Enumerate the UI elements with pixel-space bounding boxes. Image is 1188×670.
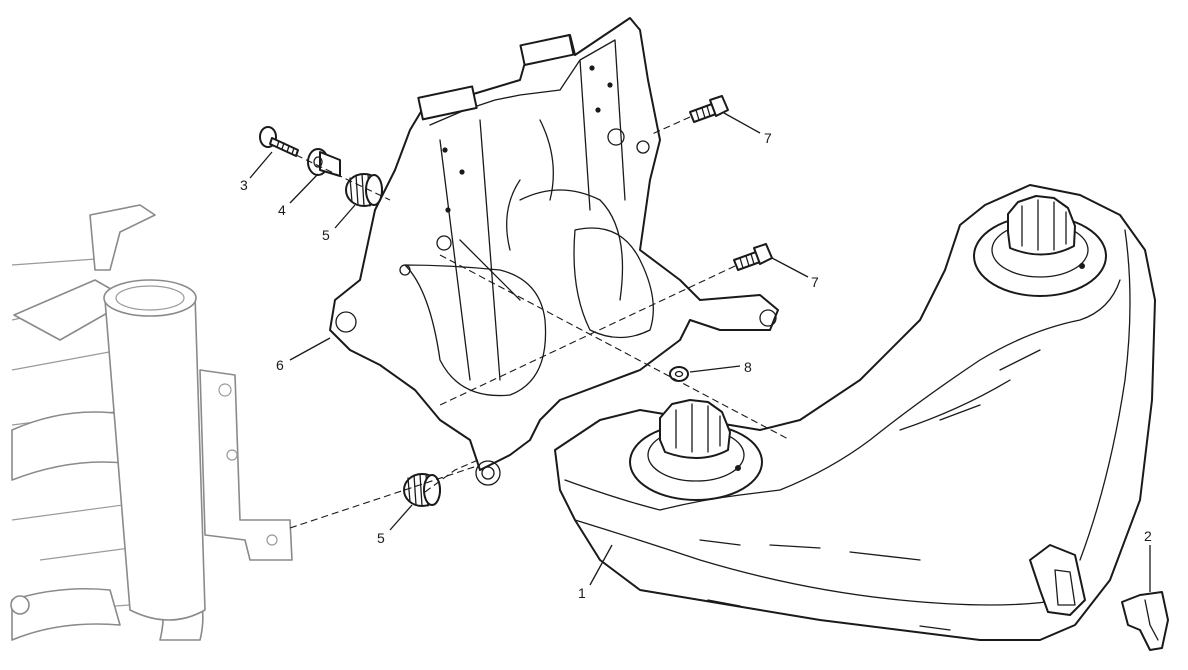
washer bbox=[669, 366, 689, 382]
headlight-bracket bbox=[329, 17, 779, 486]
spacer bbox=[307, 148, 341, 177]
callout-labels: 3 4 5 5 6 7 7 8 1 2 bbox=[240, 130, 1152, 601]
bolt-lower bbox=[733, 243, 773, 271]
screw bbox=[259, 126, 299, 157]
clip bbox=[1121, 591, 1169, 651]
assembly-lines bbox=[289, 116, 791, 529]
callout-4: 4 bbox=[278, 202, 286, 218]
grommet-upper bbox=[345, 173, 383, 207]
bolt-upper bbox=[689, 95, 729, 123]
callout-7-lower: 7 bbox=[811, 274, 819, 290]
callout-3: 3 bbox=[240, 177, 248, 193]
callout-7-upper: 7 bbox=[764, 130, 772, 146]
callout-5-upper: 5 bbox=[322, 227, 330, 243]
callout-8: 8 bbox=[744, 359, 752, 375]
leader-lines bbox=[249, 112, 1151, 592]
callout-6: 6 bbox=[276, 357, 284, 373]
callout-1: 1 bbox=[578, 585, 586, 601]
grommet-lower bbox=[403, 473, 441, 507]
headlight-housing bbox=[554, 184, 1156, 641]
callout-2: 2 bbox=[1144, 528, 1152, 544]
callout-5-lower: 5 bbox=[377, 530, 385, 546]
steering-head-tube bbox=[103, 279, 293, 621]
